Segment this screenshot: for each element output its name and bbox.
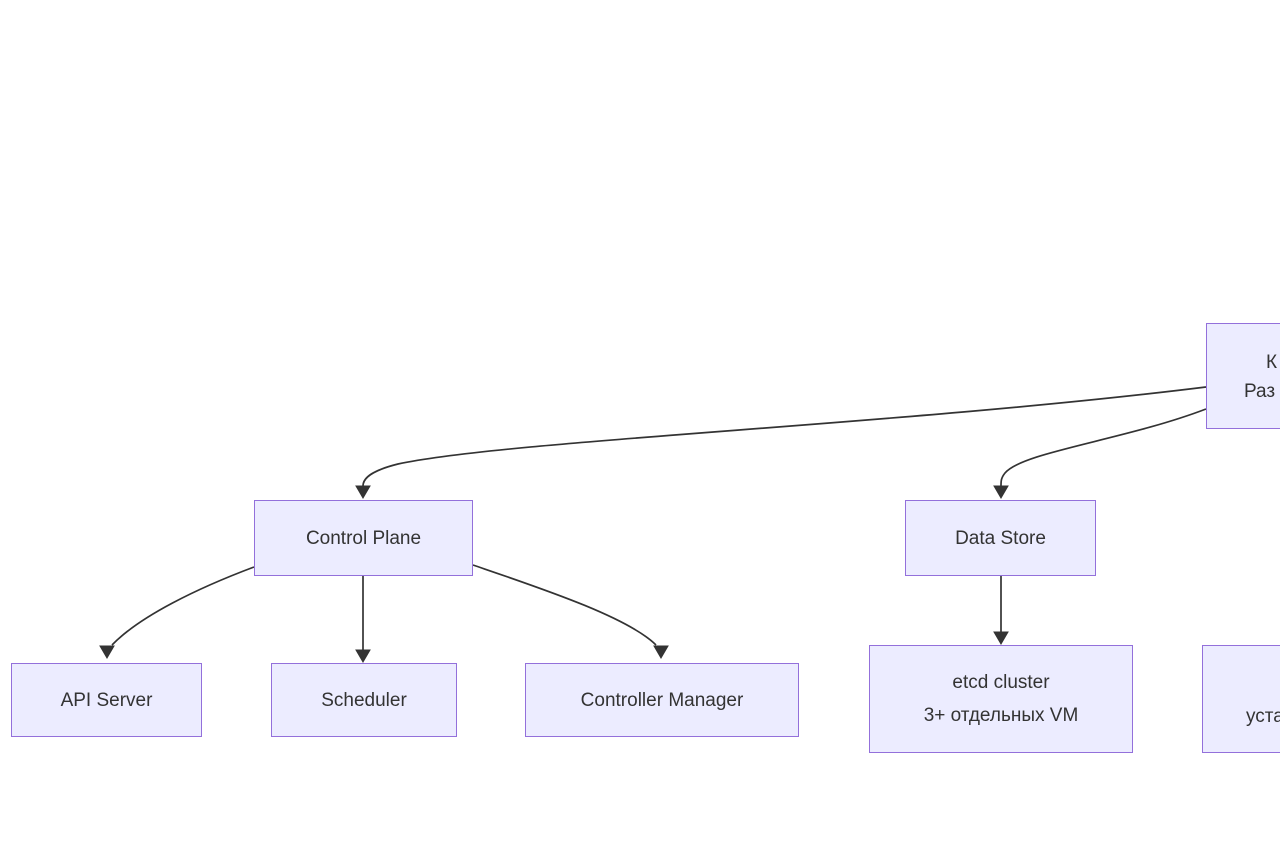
edge-control-plane-to-api-server [111,566,255,646]
arrowhead-data-store [993,485,1009,499]
node-data-store: Data Store [905,500,1096,576]
arrowhead-control-plane [355,485,371,499]
edge-control-plane-to-controller-manager [472,564,657,646]
node-controller-manager-label: Controller Manager [580,689,744,711]
node-scheduler-label: Scheduler [321,689,407,711]
node-api-server: API Server [11,663,202,737]
node-root-clipped: К Раз [1206,323,1280,429]
node-etcd-cluster: etcd cluster 3+ отдельных VM [869,645,1133,753]
node-data-store-label: Data Store [955,527,1046,549]
node-root-clipped-line1-fragment: К [1266,352,1278,373]
node-root-clipped-line2-fragment: Раз [1244,381,1276,402]
node-worker-clipped-line2-fragment: уста [1246,706,1280,727]
node-api-server-label: API Server [60,689,153,711]
node-etcd-cluster-line1: etcd cluster [952,672,1050,693]
node-control-plane-label: Control Plane [305,527,422,549]
arrowhead-controller-manager [653,645,669,659]
node-etcd-cluster-line2: 3+ отдельных VM [923,705,1079,726]
edge-root-to-data-store [1000,408,1207,487]
edge-root-to-control-plane [362,386,1207,487]
node-worker-clipped: уста [1202,645,1280,753]
arrowhead-etcd [993,631,1009,645]
arrowhead-scheduler [355,649,371,663]
node-control-plane: Control Plane [254,500,473,576]
arrowhead-api-server [99,645,115,659]
node-controller-manager: Controller Manager [525,663,799,737]
node-scheduler: Scheduler [271,663,457,737]
